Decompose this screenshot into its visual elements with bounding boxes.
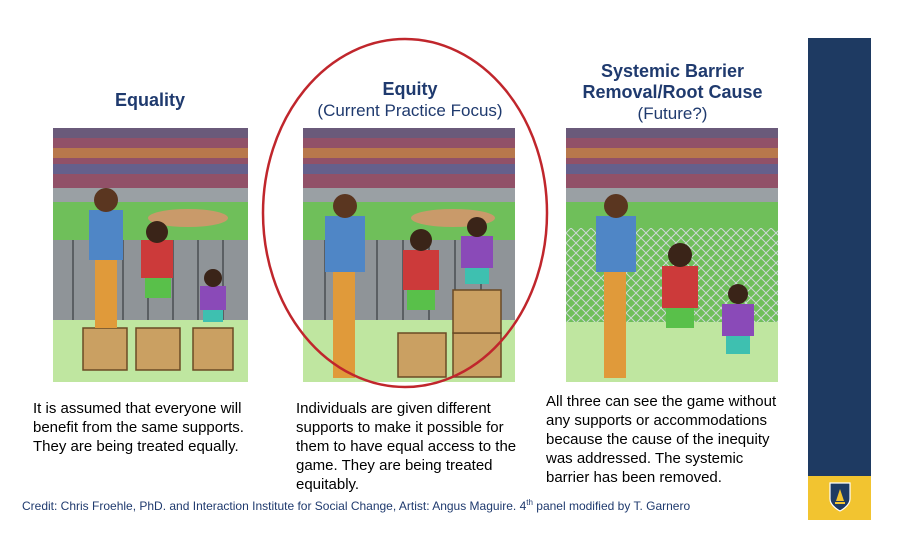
systemic-caption: All three can see the game without any s… bbox=[546, 392, 796, 487]
caption-line: supports to make it possible for bbox=[296, 419, 504, 436]
small-person bbox=[200, 269, 226, 322]
credit-text-end: panel modified by T. Garnero bbox=[532, 499, 691, 513]
middle-person bbox=[403, 229, 439, 310]
equality-illustration bbox=[53, 128, 248, 382]
tall-person bbox=[596, 194, 636, 378]
equity-title-text: Equity bbox=[382, 79, 438, 99]
crowd-stands bbox=[303, 138, 515, 188]
caption-line: All three can see the game without bbox=[546, 393, 777, 410]
sidebar-bar bbox=[808, 38, 871, 476]
tall-person bbox=[89, 188, 123, 328]
systemic-title: Systemic Barrier Removal/Root Cause (Fut… bbox=[560, 61, 785, 124]
caption-line: because the cause of the inequity bbox=[546, 431, 770, 448]
caption-line: barrier has been removed. bbox=[546, 469, 722, 486]
caption-line: It is assumed that everyone will bbox=[33, 400, 242, 417]
equity-title: Equity (Current Practice Focus) bbox=[290, 79, 530, 121]
caption-line: benefit from the same supports. bbox=[33, 419, 244, 436]
caption-line: them to have equal access to the bbox=[296, 438, 517, 455]
systemic-title-line-2: Removal/Root Cause bbox=[582, 82, 763, 102]
middle-person bbox=[662, 243, 698, 328]
small-person bbox=[722, 284, 754, 354]
crowd-stands bbox=[53, 138, 248, 188]
shield-logo-icon bbox=[829, 482, 851, 512]
systemic-illustration bbox=[566, 128, 778, 382]
credit-text: Credit: Chris Froehle, PhD. and Interact… bbox=[22, 499, 527, 513]
tall-person bbox=[325, 194, 365, 378]
systemic-title-line-1: Systemic Barrier bbox=[600, 61, 745, 81]
caption-line: Individuals are given different bbox=[296, 400, 491, 417]
credit-superscript: th bbox=[526, 498, 533, 507]
crowd-stands bbox=[566, 138, 778, 188]
equality-caption: It is assumed that everyone will benefit… bbox=[33, 399, 273, 456]
equity-caption: Individuals are given different supports… bbox=[296, 399, 541, 494]
caption-line: was addressed. The systemic bbox=[546, 450, 744, 467]
equity-subtitle: (Current Practice Focus) bbox=[317, 101, 503, 120]
systemic-subtitle: (Future?) bbox=[637, 104, 708, 123]
equity-highlight-circle bbox=[261, 37, 549, 389]
equality-title: Equality bbox=[114, 90, 185, 110]
crates bbox=[82, 327, 234, 371]
caption-line: any supports or accommodations bbox=[546, 412, 767, 429]
caption-line: equitably. bbox=[296, 476, 360, 493]
middle-person bbox=[141, 221, 173, 298]
crates bbox=[397, 289, 502, 378]
credit-line: Credit: Chris Froehle, PhD. and Interact… bbox=[22, 498, 690, 513]
small-person bbox=[461, 217, 493, 284]
caption-line: game. They are being treated bbox=[296, 457, 493, 474]
caption-line: They are being treated equally. bbox=[33, 438, 239, 455]
equity-illustration bbox=[303, 128, 515, 382]
